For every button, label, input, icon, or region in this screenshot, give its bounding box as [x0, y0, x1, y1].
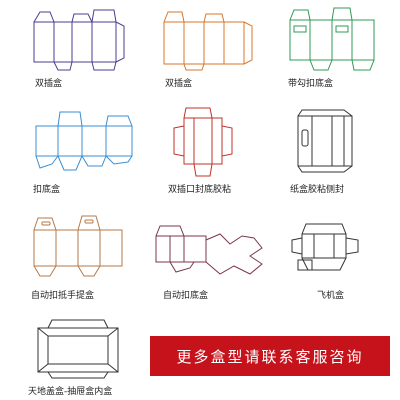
handle-box-dieline	[33, 215, 123, 277]
item-label: 带勾扣底盒	[288, 79, 334, 89]
hook-bottom-box-dieline	[289, 7, 375, 71]
item-label: 飞机盒	[317, 291, 345, 301]
airplane-box-dieline	[291, 223, 359, 271]
box-hook-bottom	[282, 6, 382, 72]
auto-bottom-box-dieline	[155, 225, 263, 275]
box-snap-bottom	[30, 106, 140, 174]
box-handle-auto-bottom	[30, 214, 128, 280]
item-label: 自动扣抵手提盒	[31, 291, 95, 301]
double-insert-glued-dieline	[173, 107, 233, 177]
lid-drawer-dieline	[37, 319, 119, 379]
double-insert-box-dieline-2	[163, 11, 253, 71]
box-lid-drawer-inner	[30, 318, 130, 380]
item-label: 自动扣底盒	[163, 291, 209, 301]
item-label: 双插盒	[35, 79, 63, 89]
snap-bottom-box-dieline	[35, 111, 133, 171]
box-double-insert-2	[158, 10, 258, 72]
box-side-glued	[294, 108, 358, 174]
item-label: 双插口封底胶粘	[168, 185, 232, 195]
item-label: 纸盒胶粘侧封	[290, 185, 345, 195]
item-label: 双插盒	[165, 79, 193, 89]
contact-service-banner[interactable]: 更多盒型请联系客服咨询	[150, 336, 390, 376]
box-double-insert-glued	[172, 106, 236, 178]
side-glued-box-dieline	[297, 109, 353, 173]
box-auto-bottom	[150, 222, 268, 278]
box-airplane	[288, 220, 368, 276]
item-label: 扣底盒	[33, 185, 61, 195]
box-double-insert-1	[28, 9, 128, 72]
item-label: 天地盖盒-抽屉盒内盒	[28, 387, 113, 397]
double-insert-box-dieline-1	[33, 9, 125, 71]
